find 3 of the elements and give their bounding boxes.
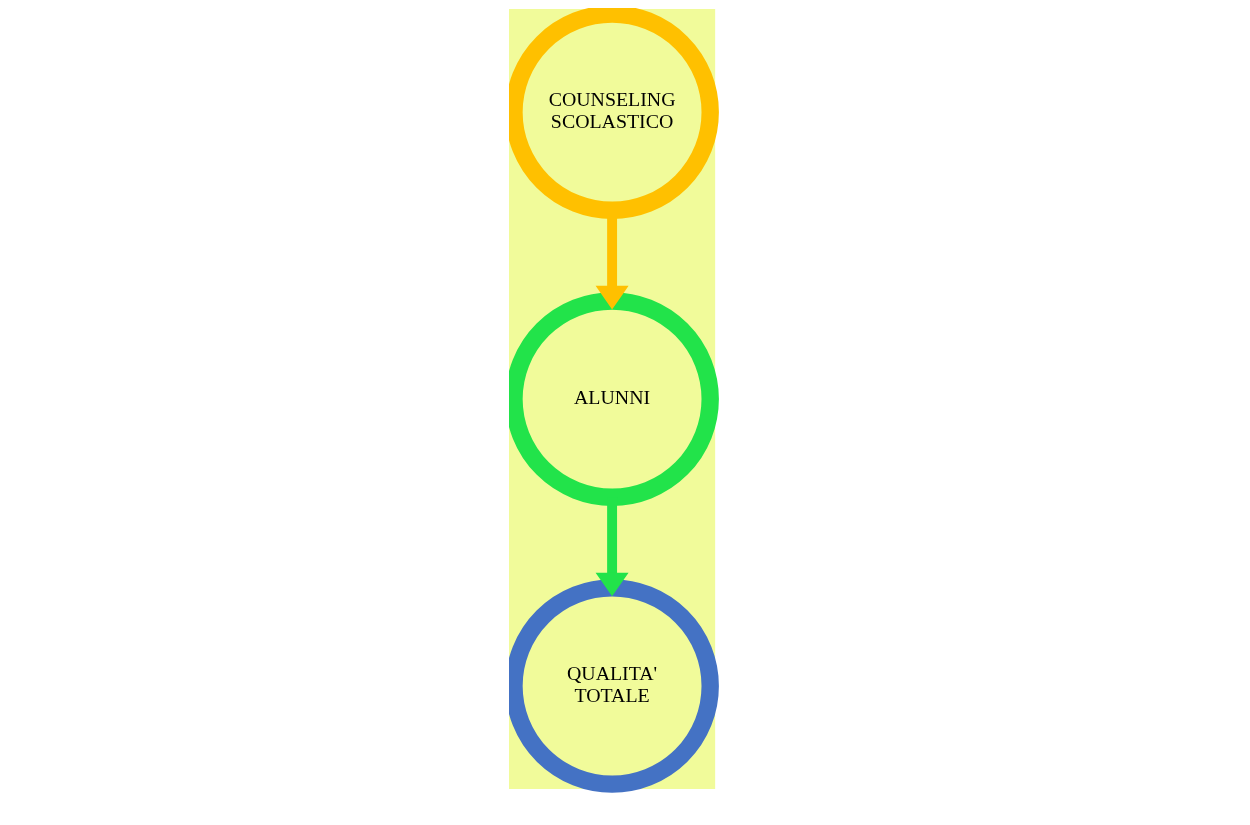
node-circle: QUALITA' TOTALE (508, 579, 719, 793)
node-circle: COUNSELING SCOLASTICO (508, 8, 719, 219)
node-circle: ALUNNI (508, 292, 719, 506)
